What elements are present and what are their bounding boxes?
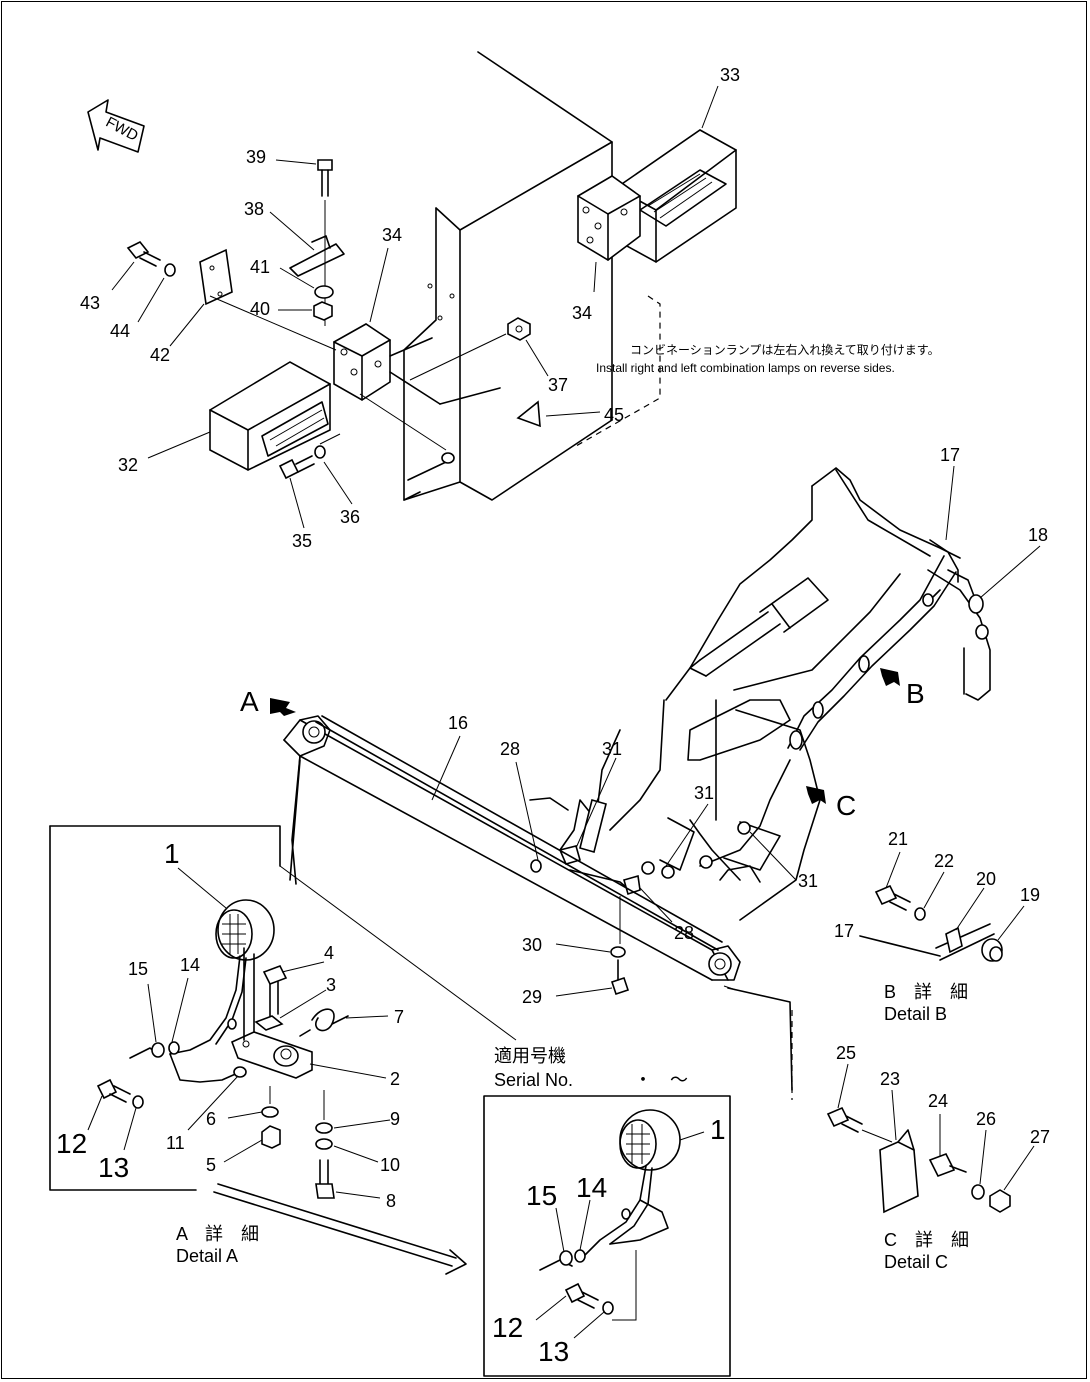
callout-5: 5 — [206, 1155, 217, 1175]
callout-36: 36 — [340, 507, 361, 527]
detail-b-parts — [859, 884, 1003, 962]
callout-21: 21 — [888, 829, 909, 849]
detail-a-caption-jp: A 詳 細 — [176, 1224, 260, 1244]
callout-13-detail-a: 13 — [98, 1152, 130, 1183]
serial-value: ・ ～ — [634, 1070, 688, 1090]
serial-label-en: Serial No. — [494, 1070, 574, 1090]
callout-31-middle: 31 — [694, 783, 715, 803]
callout-1-detail-a: 1 — [164, 838, 180, 869]
callout-15-detail-a: 15 — [128, 959, 149, 979]
callout-31-upper: 31 — [602, 739, 623, 759]
leader-lines — [87, 85, 1041, 1339]
callout-39: 39 — [246, 147, 267, 167]
detail-c-parts — [826, 1106, 1011, 1214]
callout-10: 10 — [380, 1155, 401, 1175]
callout-45: 45 — [604, 405, 625, 425]
callout-25: 25 — [836, 1043, 857, 1063]
callout-2: 2 — [390, 1069, 401, 1089]
callout-26: 26 — [976, 1109, 997, 1129]
serial-label-jp: 適用号機 — [494, 1046, 566, 1066]
callout-43: 43 — [80, 293, 101, 313]
detail-c-caption-jp: C 詳 細 — [884, 1230, 969, 1250]
callout-11: 11 — [166, 1133, 185, 1153]
combination-lamp-32 — [126, 159, 661, 480]
callout-30: 30 — [522, 935, 543, 955]
callout-23: 23 — [880, 1069, 901, 1089]
callout-34-right: 34 — [572, 303, 593, 323]
detail-b-caption-en: Detail B — [884, 1004, 948, 1024]
callout-32: 32 — [118, 455, 139, 475]
callout-3: 3 — [326, 975, 337, 995]
callout-12-detail-a: 12 — [56, 1128, 88, 1159]
callout-34-left: 34 — [382, 225, 403, 245]
fender-body — [403, 51, 613, 501]
callout-15-serial: 15 — [526, 1180, 558, 1211]
callout-6: 6 — [206, 1109, 217, 1129]
detail-a-box — [49, 825, 349, 1199]
view-marker-b: B — [906, 678, 925, 709]
view-arrow-c-icon — [806, 786, 826, 804]
callout-40: 40 — [250, 299, 271, 319]
callout-24: 24 — [928, 1091, 949, 1111]
callout-35: 35 — [292, 531, 313, 551]
callout-14-serial: 14 — [576, 1172, 608, 1203]
callout-8: 8 — [386, 1191, 397, 1211]
callout-41: 41 — [250, 257, 271, 277]
serial-arrow-icon — [213, 1183, 467, 1275]
detail-b-caption-jp: B 詳 細 — [884, 982, 969, 1002]
callout-12-serial: 12 — [492, 1312, 524, 1343]
callout-42: 42 — [150, 345, 171, 365]
install-note-en: Install right and left combination lamps… — [596, 361, 895, 375]
serial-detail-box — [483, 1095, 731, 1377]
callout-9: 9 — [390, 1109, 401, 1129]
combination-lamp-33 — [577, 129, 737, 263]
view-marker-a: A — [240, 686, 259, 717]
callout-20: 20 — [976, 869, 997, 889]
callout-14-detail-a: 14 — [180, 955, 201, 975]
callout-4: 4 — [324, 943, 335, 963]
callout-17-main: 17 — [940, 445, 961, 465]
callout-18: 18 — [1028, 525, 1049, 545]
callout-27: 27 — [1030, 1127, 1051, 1147]
callout-17-detail-b: 17 — [834, 921, 855, 941]
detail-c-caption-en: Detail C — [884, 1252, 949, 1272]
view-arrow-a-icon — [270, 698, 296, 716]
detail-a-caption-en: Detail A — [176, 1246, 239, 1266]
callout-16: 16 — [448, 713, 469, 733]
callout-28-upper: 28 — [500, 739, 521, 759]
callout-28-lower: 28 — [674, 923, 695, 943]
callout-1-serial: 1 — [710, 1114, 726, 1145]
detail-a-leader — [279, 865, 517, 1041]
callout-44: 44 — [110, 321, 131, 341]
callout-19: 19 — [1020, 885, 1041, 905]
callout-29: 29 — [522, 987, 543, 1007]
blade — [283, 715, 793, 1100]
callout-13-serial: 13 — [538, 1336, 570, 1367]
lift-frame — [529, 467, 991, 944]
callout-22: 22 — [934, 851, 955, 871]
install-note-jp: コンビネーションランプは左右入れ換えて取り付けます。 — [630, 343, 940, 357]
view-marker-c: C — [836, 790, 857, 821]
callout-7: 7 — [394, 1007, 405, 1027]
callout-37: 37 — [548, 375, 569, 395]
callout-33: 33 — [720, 65, 741, 85]
callout-38: 38 — [244, 199, 265, 219]
view-arrow-b-icon — [880, 668, 900, 686]
callout-31-right: 31 — [798, 871, 819, 891]
fwd-arrow-icon: FWD — [87, 99, 145, 153]
